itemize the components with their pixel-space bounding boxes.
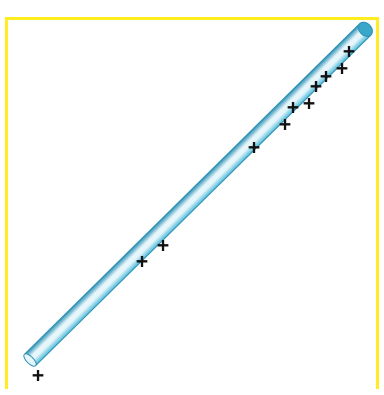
charge-plus: + xyxy=(248,135,260,159)
charge-plus: + xyxy=(320,64,332,88)
charge-plus: + xyxy=(343,39,355,63)
charge-plus: + xyxy=(136,249,148,273)
charge-plus: + xyxy=(32,363,44,387)
charge-plus: + xyxy=(287,95,299,119)
charges: + + + + + + + + + + + xyxy=(32,39,355,387)
charge-plus: + xyxy=(157,233,169,257)
